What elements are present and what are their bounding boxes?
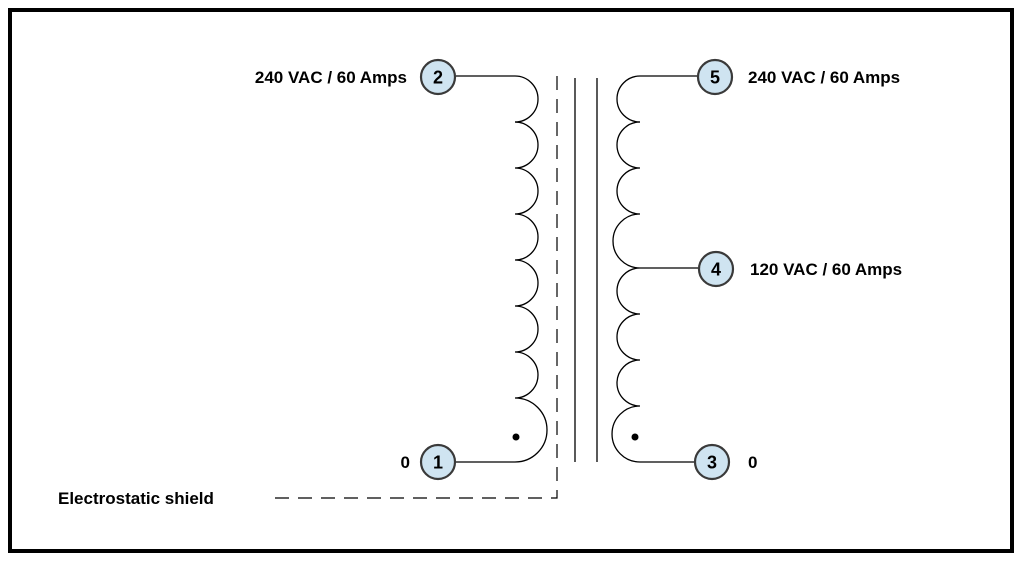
terminal-2: 2 [419,58,457,96]
secondary-winding [611,121,641,463]
terminal-4-label: 120 VAC / 60 Amps [750,260,902,279]
terminal-1: 1 [419,443,457,481]
secondary-lead-top [616,75,698,123]
terminal-5-label: 240 VAC / 60 Amps [748,68,900,87]
primary-polarity-dot [512,433,520,441]
terminal-3-number: 3 [707,453,717,473]
terminal-5-number: 5 [710,68,720,88]
terminal-4-number: 4 [711,260,721,280]
shield-label: Electrostatic shield [58,489,214,508]
secondary-polarity-dot [631,433,639,441]
terminal-4: 4 [697,250,735,288]
primary-winding [514,121,548,463]
terminal-1-number: 1 [433,453,443,473]
terminal-3: 3 [693,443,731,481]
terminal-2-number: 2 [433,68,443,88]
primary-lead-top [456,75,539,123]
terminal-1-label: 0 [401,453,410,472]
electrostatic-shield-line [268,76,558,499]
terminal-2-label: 240 VAC / 60 Amps [255,68,407,87]
terminal-3-label: 0 [748,453,757,472]
terminal-5: 5 [696,58,734,96]
